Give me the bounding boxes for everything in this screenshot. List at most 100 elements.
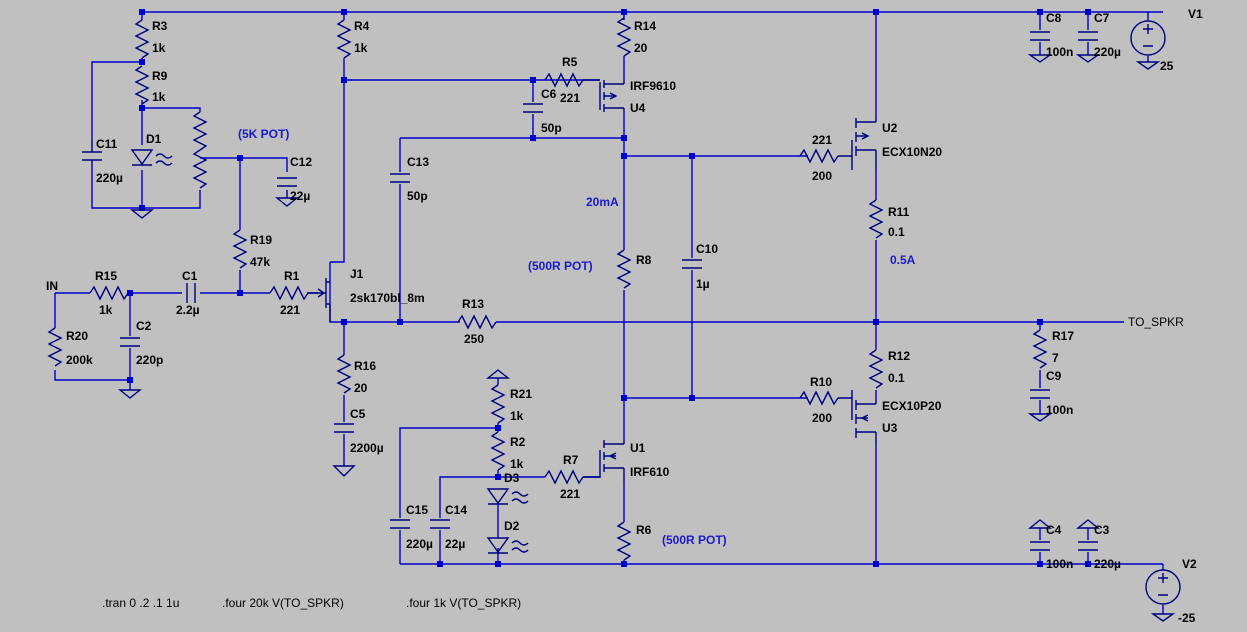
label-c5-value: 2200µ <box>350 441 384 455</box>
resistor-r8 <box>616 249 632 289</box>
label-c12-value: 22µ <box>290 189 310 203</box>
grounds <box>118 54 1176 622</box>
jfet-j1 <box>307 278 331 322</box>
note-05a: 0.5A <box>890 253 916 267</box>
resistor-r2 <box>490 431 506 471</box>
capacitor-c4 <box>1030 541 1050 551</box>
wire-output <box>344 321 1124 330</box>
label-rg2-value: 200 <box>812 169 832 183</box>
resistors <box>47 17 1048 561</box>
label-c8-value: 100n <box>1046 45 1073 59</box>
junction <box>1085 561 1091 567</box>
junction <box>530 135 536 141</box>
resistor-r4 <box>336 19 352 59</box>
ground-symbol <box>1150 613 1176 622</box>
junction <box>139 105 145 111</box>
label-u4-type: IRF9610 <box>630 79 676 93</box>
capacitor-c5 <box>334 423 354 433</box>
resistor-pot1 <box>192 111 208 189</box>
label-v1-value: 25 <box>1160 59 1174 73</box>
label-r1-value: 221 <box>280 303 300 317</box>
label-rg2: 221 <box>812 133 832 147</box>
capacitor-c13 <box>390 173 410 183</box>
label-c2: C2 <box>136 319 152 333</box>
junction <box>1085 9 1091 15</box>
label-j1-type: 2sk170bl_8m <box>350 291 425 305</box>
junction <box>1037 561 1043 567</box>
junction <box>873 319 879 325</box>
label-r16: R16 <box>354 359 376 373</box>
label-c10-value: 1µ <box>696 277 710 291</box>
label-r21-value: 1k <box>510 409 524 423</box>
wire-c11-top <box>91 61 201 209</box>
label-r8: R8 <box>636 253 652 267</box>
label-c2-value: 220p <box>136 353 163 367</box>
label-r16-value: 20 <box>354 381 368 395</box>
diode-d1 <box>130 149 154 166</box>
label-u3-type: ECX10P20 <box>882 399 942 413</box>
ground-symbol <box>130 209 154 219</box>
label-in: IN <box>46 279 58 293</box>
led-arrows-d2 <box>511 540 529 553</box>
wire-c15-c14 <box>399 427 600 564</box>
label-r14-value: 20 <box>634 41 648 55</box>
diode-d3 <box>486 488 510 505</box>
junction <box>237 155 243 161</box>
junction <box>341 319 347 325</box>
v2-polarity <box>1158 573 1168 596</box>
component-labels: R3 1k R9 1k R4 1k R14 20 R5 221 IRF9610 … <box>46 7 1203 625</box>
capacitor-c10 <box>682 259 702 269</box>
junction <box>621 561 627 567</box>
label-r5: R5 <box>562 55 578 69</box>
label-r11-value: 0.1 <box>888 225 905 239</box>
junction <box>621 9 627 15</box>
resistor-r20 <box>47 327 63 367</box>
label-r19: R19 <box>250 233 272 247</box>
diodes <box>130 149 529 554</box>
label-u2-type: ECX10N20 <box>882 145 942 159</box>
label-c7: C7 <box>1094 11 1110 25</box>
label-v1: V1 <box>1188 7 1203 21</box>
label-r13: R13 <box>462 297 484 311</box>
directive-four-20k: .four 20k V(TO_SPKR) <box>222 596 344 610</box>
junction <box>237 290 243 296</box>
label-u3: U3 <box>882 421 898 435</box>
resistor-r14 <box>616 17 632 57</box>
junction <box>530 77 536 83</box>
label-c14: C14 <box>445 503 467 517</box>
label-c1-value: 2.2µ <box>176 303 200 317</box>
ground-symbol <box>118 389 142 399</box>
mosfet-u4 <box>586 79 625 112</box>
resistor-r11 <box>868 199 884 239</box>
junction <box>495 425 501 431</box>
label-r1: R1 <box>284 269 300 283</box>
voltage-source-v1 <box>1130 20 1166 56</box>
label-to-spkr: TO_SPKR <box>1128 315 1184 329</box>
label-v2: V2 <box>1182 557 1197 571</box>
ground-symbol <box>332 465 356 477</box>
directive-four-1k: .four 1k V(TO_SPKR) <box>406 596 521 610</box>
ground-symbol <box>1027 413 1053 422</box>
capacitors <box>82 31 1098 551</box>
note-5k-pot: (5K POT) <box>238 127 289 141</box>
label-r5-value: 221 <box>560 91 580 105</box>
label-c3-value: 220µ <box>1094 557 1121 571</box>
label-j1: J1 <box>350 267 364 281</box>
wires <box>54 11 1164 614</box>
capacitor-c8 <box>1030 31 1050 41</box>
wire-d1-pot <box>141 107 201 210</box>
junctions <box>127 9 1091 567</box>
resistor-r7 <box>544 469 584 485</box>
label-r3-value: 1k <box>152 41 166 55</box>
junction <box>621 135 627 141</box>
label-c4-value: 100n <box>1046 557 1073 571</box>
label-c4: C4 <box>1046 523 1062 537</box>
resistor-r1 <box>269 285 309 301</box>
ground-symbol <box>1028 519 1052 529</box>
label-c13: C13 <box>407 155 429 169</box>
mosfet-u2 <box>838 118 877 170</box>
sources <box>1130 20 1181 605</box>
capacitor-c12 <box>277 177 297 187</box>
capacitor-c7 <box>1078 31 1098 41</box>
